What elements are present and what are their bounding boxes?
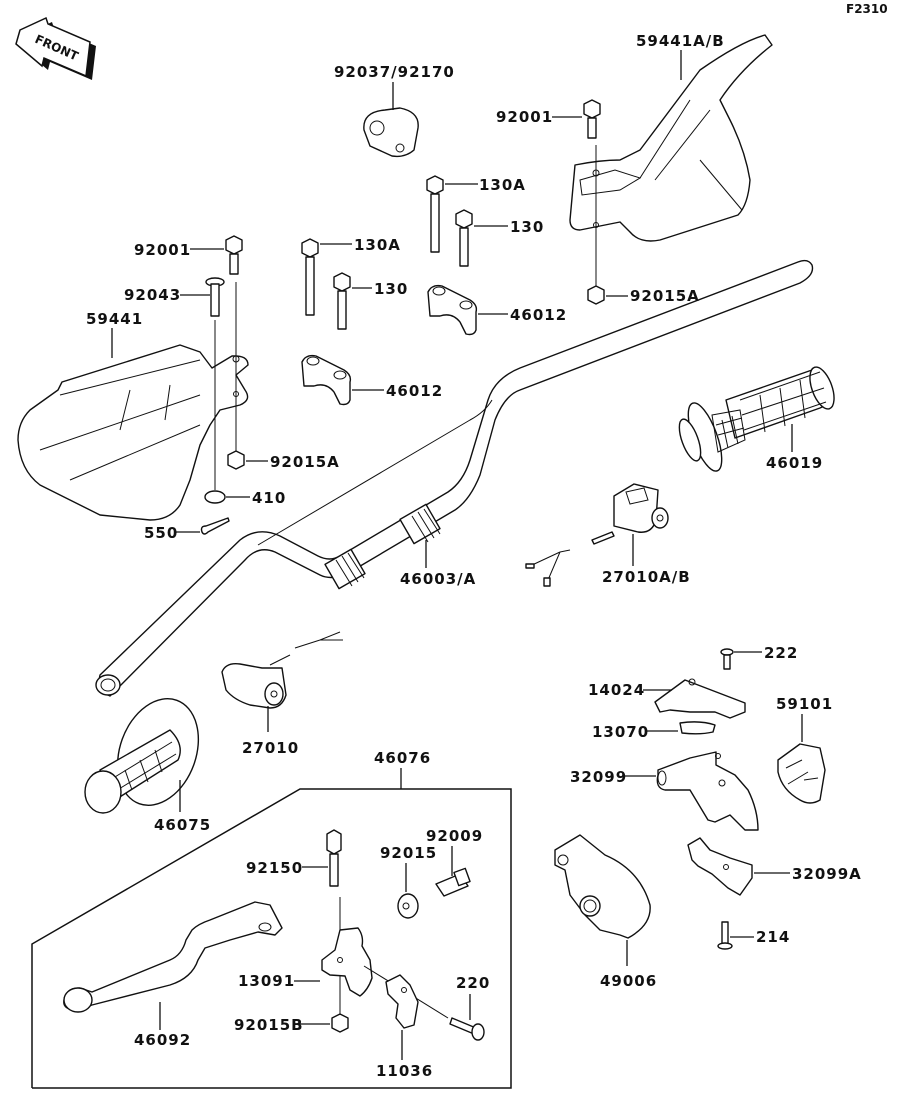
- label-92015B: 92015B: [234, 1016, 304, 1034]
- spring-13070-part: [679, 721, 716, 735]
- label-92015A-left: 92015A: [270, 453, 340, 471]
- label-222: 222: [764, 644, 798, 662]
- screw-222-part: [720, 648, 734, 670]
- nut-92015A-right-part: [587, 285, 605, 305]
- label-46003: 46003/A: [400, 570, 476, 588]
- washer-410-part: [204, 490, 226, 504]
- bolt-130-right-part: [455, 209, 473, 267]
- label-59441AB: 59441A/B: [636, 32, 725, 50]
- label-27010: 27010: [242, 739, 299, 757]
- nut-92015B-part: [331, 1013, 349, 1033]
- grip-46075-part: [84, 698, 200, 814]
- label-92015: 92015: [380, 844, 437, 862]
- bolt-92001-right-part: [583, 99, 601, 139]
- label-27010AB: 27010A/B: [602, 568, 691, 586]
- throttle-grip-46019-part: [678, 366, 835, 472]
- pin-92043-part: [205, 277, 225, 317]
- clamp-92037-part: [363, 107, 419, 158]
- label-130A-left: 130A: [354, 236, 401, 254]
- label-214: 214: [756, 928, 790, 946]
- right-handguard-part: [569, 34, 773, 242]
- label-59441: 59441: [86, 310, 143, 328]
- nut-92015A-left-part: [227, 450, 245, 470]
- label-92037-92170: 92037/92170: [334, 63, 455, 81]
- label-32099: 32099: [570, 768, 627, 786]
- case-32099-part: [656, 751, 759, 831]
- label-130A-right: 130A: [479, 176, 526, 194]
- lever-46092-part: [63, 901, 283, 1013]
- bolt-130A-left-part: [301, 238, 319, 316]
- label-92015A-right: 92015A: [630, 287, 700, 305]
- bolt-92150-part: [326, 829, 342, 887]
- screw-220-part: [449, 1017, 485, 1041]
- front-arrow-icon: FRONT: [15, 16, 96, 80]
- adjuster-92009-part: [435, 867, 471, 897]
- clamp-11036-part: [385, 974, 419, 1029]
- label-92043: 92043: [124, 286, 181, 304]
- label-46012-upper: 46012: [510, 306, 567, 324]
- bolt-130-left-part: [333, 272, 351, 330]
- cotter-pin-550-part: [200, 517, 230, 535]
- bolt-92001-left-part: [225, 235, 243, 275]
- diagram-code: F2310: [846, 2, 888, 16]
- throttle-housing-49006-part: [554, 834, 651, 939]
- label-32099A: 32099A: [792, 865, 862, 883]
- label-11036: 11036: [376, 1062, 433, 1080]
- label-92001-right: 92001: [496, 108, 553, 126]
- switch-27010AB-part: [525, 483, 669, 587]
- label-92001-left: 92001: [134, 241, 191, 259]
- label-46019: 46019: [766, 454, 823, 472]
- label-92009: 92009: [426, 827, 483, 845]
- label-13091: 13091: [238, 972, 295, 990]
- label-46092: 46092: [134, 1031, 191, 1049]
- holder-13091-part: [321, 927, 373, 997]
- lever-assembly-46076-box: [31, 788, 512, 1089]
- label-550: 550: [144, 524, 178, 542]
- case-32099A-part: [687, 837, 753, 896]
- label-130-left: 130: [374, 280, 408, 298]
- label-130-right: 130: [510, 218, 544, 236]
- label-92150: 92150: [246, 859, 303, 877]
- label-14024: 14024: [588, 681, 645, 699]
- label-46075: 46075: [154, 816, 211, 834]
- label-46012-lower: 46012: [386, 382, 443, 400]
- screw-214-part: [717, 921, 733, 950]
- label-13070: 13070: [592, 723, 649, 741]
- holder-46012-lower-part: [301, 354, 352, 406]
- label-46076: 46076: [374, 749, 431, 767]
- left-handguard-part: [17, 344, 249, 521]
- handlebar-part: [95, 259, 814, 697]
- holder-46012-upper-part: [427, 284, 478, 336]
- bolt-130A-right-part: [426, 175, 444, 253]
- plate-14024-part: [654, 678, 746, 719]
- label-220: 220: [456, 974, 490, 992]
- label-49006: 49006: [600, 972, 657, 990]
- collar-59101-part: [777, 743, 826, 804]
- label-410: 410: [252, 489, 286, 507]
- label-59101: 59101: [776, 695, 833, 713]
- nut-92015-part: [397, 893, 419, 919]
- switch-27010-part: [221, 631, 343, 709]
